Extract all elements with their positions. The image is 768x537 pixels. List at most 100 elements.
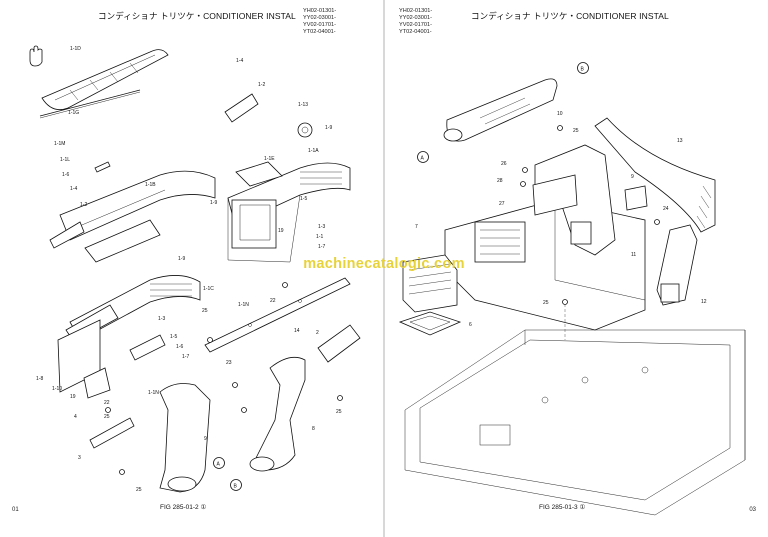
callout-label: 9 (631, 174, 634, 180)
bracket-2 (317, 324, 361, 363)
floor-plate (404, 329, 746, 516)
clip-1-2 (49, 221, 85, 249)
callout-label: 1-2 (80, 202, 87, 208)
grommet-1-13 (297, 122, 313, 138)
bolt-icon (562, 299, 568, 305)
svg-text:B: B (581, 67, 585, 73)
left-serial-list: YH02-01301- YY02-03001- YV02-01701- YT02… (303, 8, 336, 36)
callout-label: 1-8 (36, 376, 43, 382)
bolt-icon (337, 395, 343, 401)
callout-label: 1-3 (318, 224, 325, 230)
callout-label: 1-9 (210, 200, 217, 206)
callout-label: 1-6 (176, 344, 183, 350)
duct-10 (443, 78, 558, 142)
callout-label: 23 (226, 360, 232, 366)
callout-label: 26 (501, 161, 507, 167)
callout-label: 4 (74, 414, 77, 420)
svg-text:B: B (234, 484, 238, 490)
callout-label: 1-1A (308, 148, 319, 154)
strip-1-1g (39, 89, 141, 117)
left-page: コンディショナ トリツケ・CONDITIONER INSTAL YH02-013… (0, 0, 383, 537)
duct-1-1a (227, 162, 351, 263)
callout-label: 22 (104, 400, 110, 406)
callout-label: 1-1B (145, 182, 156, 188)
bolt-icon (207, 337, 213, 343)
callout-label: 9 (204, 436, 207, 442)
page-gutter (383, 0, 385, 537)
callout-label: 1-9 (325, 125, 332, 131)
callout-label: 2 (316, 330, 319, 336)
callout-label: 1-1N (148, 390, 159, 396)
callout-label: 1-5 (300, 196, 307, 202)
callout-label: 1-1L (60, 157, 70, 163)
bolt-icon (232, 382, 238, 388)
serial-number: YH02-01301- (303, 8, 337, 14)
serial-number: YH02-01301- (399, 8, 433, 14)
callout-label: 1-1E (264, 156, 275, 162)
duct-12 (656, 224, 698, 306)
callout-label: 6 (469, 322, 472, 328)
bolt-icon (241, 407, 247, 413)
reference-marker-b: B (230, 479, 242, 491)
serial-number: YT02-04001- (303, 29, 336, 35)
right-callouts: 10 25 13 26 28 27 9 24 7 11 25 6 12 (415, 111, 707, 328)
callout-label: 24 (663, 206, 669, 212)
right-page-number: 03 (749, 507, 756, 513)
duct-cover-1-1d (41, 49, 169, 111)
callout-label: 11 (631, 252, 636, 258)
bracket-4 (83, 367, 111, 399)
hand-icon (29, 45, 43, 67)
callout-label: 14 (294, 328, 300, 334)
callout-label: 1-7 (182, 354, 189, 360)
callout-label: 1-3 (158, 316, 165, 322)
bolt-icon (654, 219, 660, 225)
right-page-title: コンディショナ トリツケ・CONDITIONER INSTAL (471, 11, 669, 21)
callout-label: 1-1N (238, 302, 249, 308)
duct-8 (249, 356, 306, 472)
duct-9 (159, 383, 211, 493)
duct-1-1b (59, 170, 216, 263)
callout-label: 8 (312, 426, 315, 432)
callout-label: 25 (136, 487, 142, 493)
bracket-3 (89, 417, 135, 449)
air-conditioner-unit (444, 199, 646, 331)
right-page: YH02-01301- YY02-03001- YV02-01701- YT02… (385, 0, 768, 537)
clip-1-2 (224, 93, 259, 123)
left-page-title: コンディショナ トリツケ・CONDITIONER INSTAL (98, 11, 296, 21)
callout-label: 22 (270, 298, 276, 304)
callout-label: 19 (70, 394, 76, 400)
callout-label: 1-1D (70, 46, 81, 52)
bolt-icon (520, 181, 526, 187)
unit-7 (402, 254, 458, 313)
filter-1-1e (235, 161, 283, 187)
filter-9 (624, 185, 648, 211)
callout-label: 1-1C (203, 286, 214, 292)
bolt-icon (522, 167, 528, 173)
serial-number: YT02-04001- (399, 29, 432, 35)
bolt-icon (557, 125, 563, 131)
callout-label: 3 (78, 455, 81, 461)
svg-text:A: A (421, 156, 425, 162)
callout-label: 1-2 (258, 82, 265, 88)
callout-label: 25 (573, 128, 579, 134)
callout-label: 7 (415, 224, 418, 230)
bolt-icon (105, 407, 111, 413)
hose-13 (594, 117, 716, 233)
callout-label: 12 (701, 299, 707, 305)
callout-label: 1-5 (170, 334, 177, 340)
callout-label: 28 (497, 178, 503, 184)
serial-number: YV02-01701- (399, 22, 432, 28)
callout-label: 10 (557, 111, 563, 117)
bracket-bar-14 (204, 277, 351, 353)
clip-1-3 (129, 334, 166, 361)
left-figure-caption: FIG 285-01-2 ① (160, 504, 207, 511)
right-figure-caption: FIG 285-01-3 ① (539, 504, 586, 511)
serial-number: YY02-03001- (303, 15, 336, 21)
callout-label: 1-1 (316, 234, 323, 240)
callout-label: 1-13 (298, 102, 308, 108)
left-exploded-diagram: 1-1D 1-1G 1-4 1-2 1-13 1-9 1-1M 1-1L 1-6… (29, 45, 361, 493)
plate-27 (532, 174, 578, 216)
callout-label: 1-1G (68, 110, 79, 116)
callout-label: 1-6 (62, 172, 69, 178)
callout-label: 1-10 (52, 386, 62, 392)
